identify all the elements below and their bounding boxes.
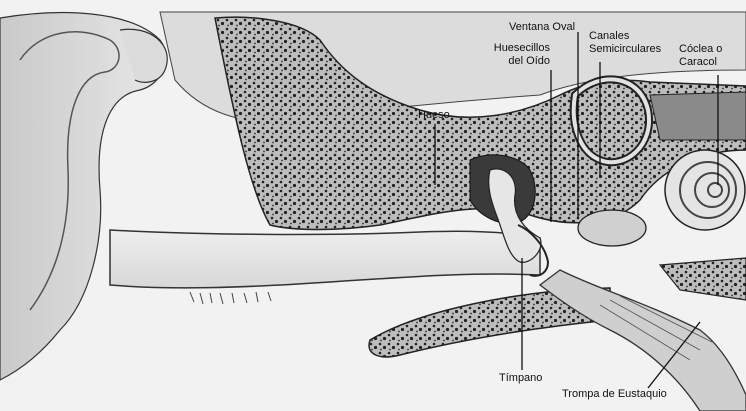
label-huesecillos-line1: Huesecillos <box>480 42 550 55</box>
label-trompa-de-eustaquio: Trompa de Eustaquio <box>562 388 667 401</box>
label-coclea-line1: Cóclea o <box>679 43 722 56</box>
label-canales-semicirculares: Canales Semicirculares <box>589 30 661 56</box>
label-timpano: Tímpano <box>499 372 542 385</box>
lower-right-bone <box>660 258 746 300</box>
label-huesecillos-line2: del Oído <box>480 55 550 68</box>
label-ventana-oval: Ventana Oval <box>509 21 575 34</box>
label-huesecillos-del-oido: Huesecillos del Oído <box>480 42 550 68</box>
label-hueso: Hueso <box>418 109 450 122</box>
label-coclea-line2: Caracol <box>679 56 722 69</box>
label-canales-line2: Semicirculares <box>589 43 661 56</box>
auditory-nerve <box>650 92 746 140</box>
canal-hairs <box>190 292 271 304</box>
vestibule <box>578 210 646 246</box>
label-canales-line1: Canales <box>589 30 661 43</box>
ear-canal <box>110 230 540 288</box>
label-coclea-o-caracol: Cóclea o Caracol <box>679 43 722 69</box>
